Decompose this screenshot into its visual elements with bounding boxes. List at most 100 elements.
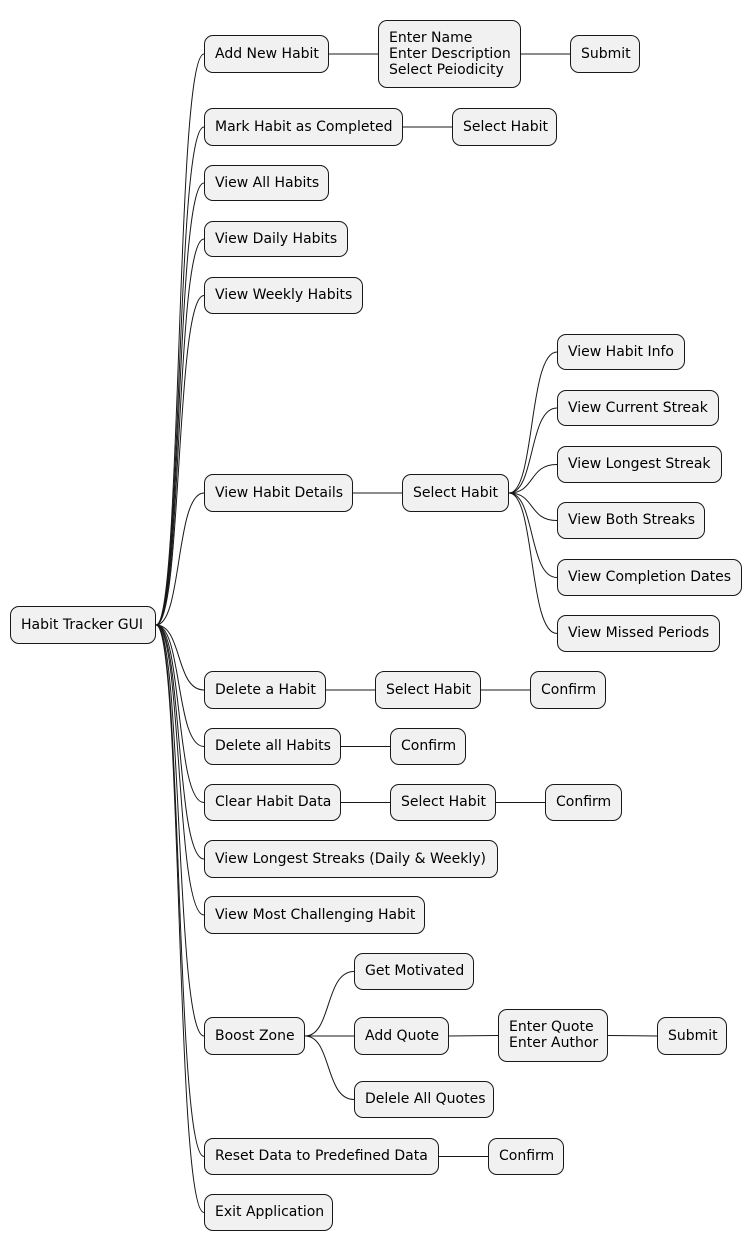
mindmap-node-label: Habit Tracker GUI [21, 616, 144, 633]
connector-n6a-n6a3 [508, 464, 558, 494]
mindmap-node-n6a2: View Current Streak [557, 390, 719, 426]
mindmap-node-label: View Completion Dates [568, 569, 732, 586]
mindmap-node-n12b1a: Submit [657, 1017, 727, 1055]
mindmap-node-label: View Current Streak [568, 399, 708, 416]
mindmap-node-n6a5: View Completion Dates [557, 559, 742, 596]
mindmap-node-n13a: Confirm [488, 1138, 564, 1175]
mindmap-node-n4: View Daily Habits [204, 221, 348, 257]
mindmap-node-n7: Delete a Habit [204, 671, 326, 709]
mindmap-node-n6a: Select Habit [402, 474, 509, 512]
mindmap-node-label: Exit Application [215, 1204, 325, 1221]
mindmap-node-n11: View Most Challenging Habit [204, 896, 425, 934]
mindmap-node-n2a: Select Habit [452, 108, 557, 146]
mindmap-node-n6a4: View Both Streaks [557, 502, 705, 539]
connector-n12-n12a [304, 971, 355, 1037]
connector-n6a-n6a4 [508, 492, 558, 521]
mindmap-node-n8a: Confirm [390, 728, 466, 765]
mindmap-node-label: Enter Author [509, 1035, 599, 1052]
mindmap-node-label: View All Habits [215, 174, 320, 191]
mindmap-node-label: Enter Description [389, 45, 511, 62]
mindmap-node-n6a6: View Missed Periods [557, 615, 720, 652]
mindmap-node-n12: Boost Zone [204, 1017, 305, 1055]
connector-root-n12 [155, 624, 205, 1037]
mindmap-node-label: Confirm [499, 1148, 555, 1165]
connector-n6a-n6a2 [508, 407, 558, 494]
connector-root-n1 [155, 53, 205, 626]
mindmap-node-label: Submit [668, 1027, 718, 1044]
mindmap-node-n13: Reset Data to Predefined Data [204, 1138, 439, 1175]
connector-root-n11 [155, 624, 205, 916]
mindmap-node-label: View Habit Info [568, 343, 674, 360]
mindmap-node-label: Clear Habit Data [215, 794, 332, 811]
mindmap-node-label: View Missed Periods [568, 625, 710, 642]
mindmap-node-n6a1: View Habit Info [557, 334, 685, 370]
mindmap-node-root: Habit Tracker GUI [10, 606, 156, 644]
mindmap-node-label: Select Habit [386, 681, 472, 698]
mindmap-node-label: View Habit Details [215, 484, 344, 501]
connector-root-n10 [155, 624, 205, 860]
mindmap-node-label: Select Habit [413, 484, 499, 501]
connector-root-n8 [155, 624, 205, 747]
connector-n6a-n6a6 [508, 492, 558, 634]
mindmap-node-n10: View Longest Streaks (Daily & Weekly) [204, 840, 498, 878]
mindmap-node-label: View Both Streaks [568, 512, 696, 529]
mindmap-node-label: Delete all Habits [215, 738, 331, 755]
mindmap-node-label: Confirm [556, 794, 612, 811]
connector-root-n14 [155, 624, 205, 1213]
mindmap-node-n1b: Submit [570, 35, 640, 73]
mindmap-node-label: Select Habit [463, 118, 549, 135]
mindmap-node-label: Mark Habit as Completed [215, 118, 393, 135]
mindmap-node-label: Select Habit [401, 794, 487, 811]
mindmap-node-label: Boost Zone [215, 1027, 295, 1044]
connector-root-n7 [155, 624, 205, 691]
mindmap-node-label: Add Quote [365, 1027, 440, 1044]
mindmap-node-label: Confirm [401, 738, 457, 755]
mindmap-node-n9a: Select Habit [390, 784, 496, 821]
mindmap-node-label: Enter Quote [509, 1019, 594, 1036]
connector-root-n6 [155, 492, 205, 626]
mindmap-node-label: Delete a Habit [215, 681, 316, 698]
mindmap-node-label: View Longest Streak [568, 456, 711, 473]
connector-root-n4 [155, 238, 205, 626]
connector-n12b1-n12b1a [607, 1035, 658, 1037]
connector-n6a-n6a1 [508, 351, 558, 494]
mindmap-node-label: Enter Name [389, 29, 473, 46]
mindmap-node-label: Confirm [541, 681, 597, 698]
mindmap-node-n2: Mark Habit as Completed [204, 108, 403, 146]
connector-n12-n12c [304, 1035, 355, 1100]
mindmap-node-label: Delele All Quotes [365, 1091, 486, 1108]
connector-root-n9 [155, 624, 205, 803]
mindmap-node-n6a3: View Longest Streak [557, 446, 722, 483]
mindmap-node-label: View Longest Streaks (Daily & Weekly) [215, 850, 486, 867]
mindmap-node-n7b: Confirm [530, 671, 606, 709]
mindmap-node-n5: View Weekly Habits [204, 277, 363, 314]
mindmap-node-n1: Add New Habit [204, 35, 329, 73]
mindmap-node-label: View Most Challenging Habit [215, 906, 416, 923]
mindmap-node-n12a: Get Motivated [354, 953, 474, 990]
mindmap-node-n6: View Habit Details [204, 474, 353, 512]
mindmap-node-n9: Clear Habit Data [204, 784, 341, 821]
connector-root-n3 [155, 182, 205, 626]
mindmap-node-n12b: Add Quote [354, 1017, 449, 1055]
mindmap-node-label: Get Motivated [365, 963, 465, 980]
connector-n6a-n6a5 [508, 492, 558, 578]
mindmap-node-label: Select Peiodicity [389, 61, 504, 78]
mindmap-node-label: Reset Data to Predefined Data [215, 1148, 428, 1165]
mindmap-node-n14: Exit Application [204, 1194, 333, 1231]
connector-root-n13 [155, 624, 205, 1157]
mindmap-node-n3: View All Habits [204, 165, 329, 201]
mindmap-node-label: View Weekly Habits [215, 287, 353, 304]
connector-root-n5 [155, 295, 205, 626]
mindmap-node-label: Submit [581, 45, 631, 62]
mindmap-node-label: View Daily Habits [215, 230, 338, 247]
mindmap-node-n7a: Select Habit [375, 671, 481, 709]
mindmap-node-n8: Delete all Habits [204, 728, 341, 765]
mindmap-node-n12c: Delele All Quotes [354, 1081, 494, 1118]
mindmap-node-n9b: Confirm [545, 784, 622, 821]
connector-n12b-n12b1 [448, 1035, 499, 1037]
connector-root-n2 [155, 126, 205, 626]
